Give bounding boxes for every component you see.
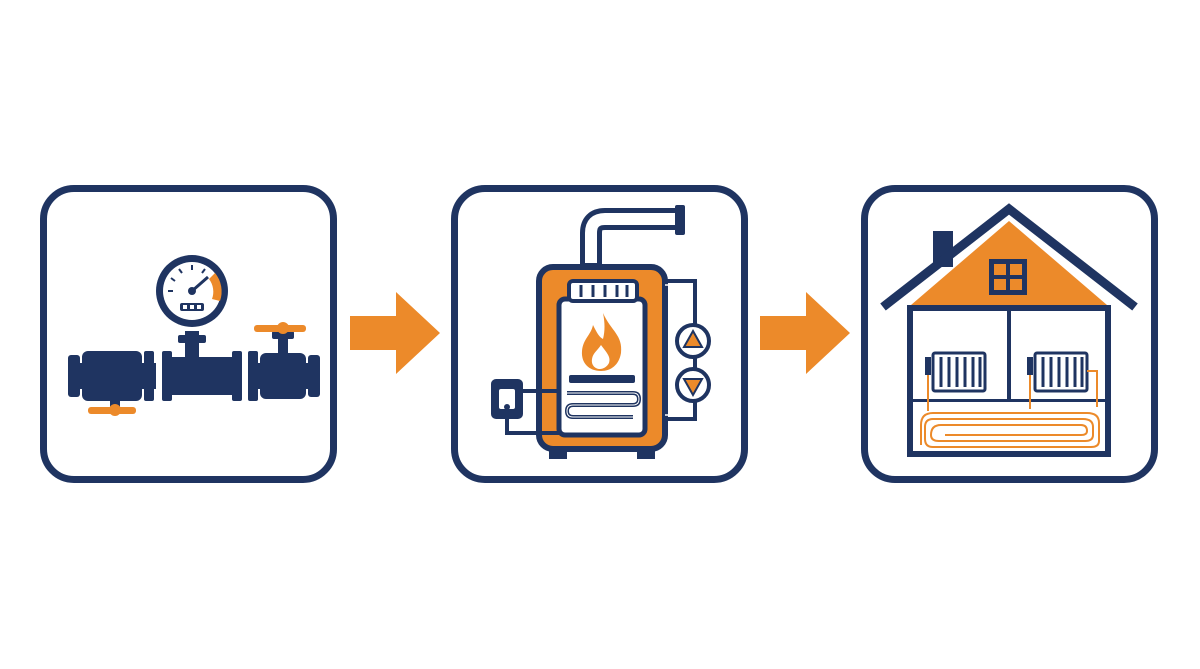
- pressure-gauge-pipe-icon: [68, 255, 320, 416]
- arrow-right-icon: [760, 292, 850, 374]
- house-heating-icon: [880, 203, 1138, 457]
- boiler-icon: [491, 205, 711, 459]
- step-2-panel: [451, 185, 748, 483]
- step-1-panel: [40, 185, 337, 483]
- step-3-panel: [861, 185, 1158, 483]
- arrow-right-icon: [350, 292, 440, 374]
